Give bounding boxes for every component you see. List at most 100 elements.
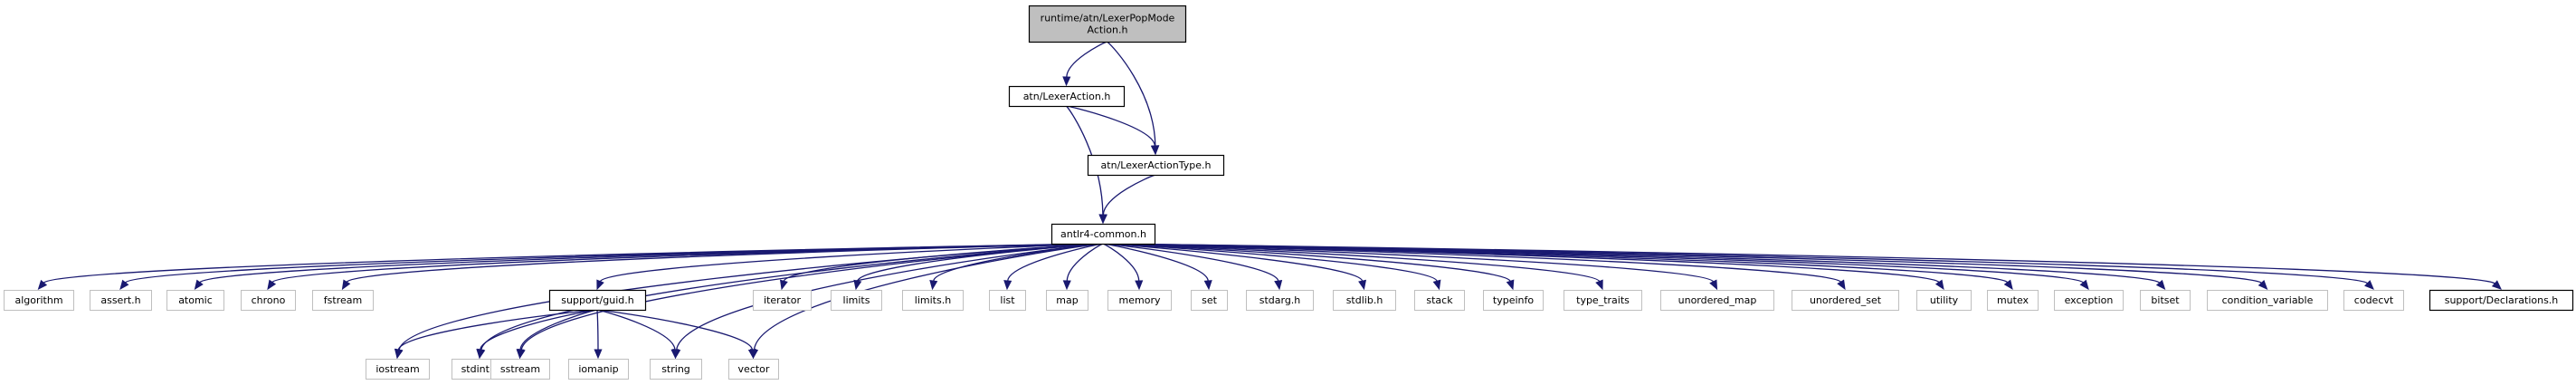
node-box — [650, 359, 702, 380]
node-iterator: iterator — [753, 290, 812, 311]
node-box — [490, 359, 550, 380]
node-label: mutex — [1997, 294, 2029, 306]
node-box — [2429, 289, 2574, 312]
arrowhead — [2079, 279, 2089, 291]
node-box — [1660, 290, 1774, 311]
node-label: Action.h — [1088, 24, 1128, 36]
arrowhead — [747, 349, 756, 360]
node-box — [2054, 290, 2124, 311]
arrowhead — [1135, 280, 1144, 291]
node-utility: utility — [1916, 290, 1972, 311]
node-box — [1107, 290, 1172, 311]
node-label: limits — [843, 294, 870, 306]
edge-guid-to-sstream — [516, 309, 598, 360]
node-codecvt: codecvt — [2343, 290, 2404, 311]
node-label: stack — [1426, 294, 1453, 306]
node-stdlib: stdlib.h — [1333, 290, 1396, 311]
edge-guid-to-iostream — [394, 309, 598, 360]
node-vector: vector — [728, 359, 779, 380]
arrowhead — [1358, 279, 1367, 291]
node-box — [1483, 290, 1544, 311]
node-box — [2343, 290, 2404, 311]
node-box — [1050, 223, 1156, 245]
node-box — [166, 290, 224, 311]
arrowhead — [853, 279, 862, 291]
arrowhead — [596, 279, 604, 291]
edge-guid-to-stdint — [476, 309, 598, 360]
node-box — [4, 290, 74, 311]
node-lexeractiontype[interactable]: atn/LexerActionType.h — [1087, 154, 1225, 177]
node-label: atn/LexerAction.h — [1023, 91, 1111, 102]
node-label: atn/LexerActionType.h — [1101, 159, 1212, 171]
node-label: set — [1202, 294, 1217, 306]
arrowhead — [476, 349, 485, 360]
node-map: map — [1046, 290, 1088, 311]
node-assert: assert.h — [90, 290, 152, 311]
node-box — [2140, 290, 2191, 311]
edge-lexeractiontype-to-common — [1098, 174, 1156, 225]
node-box — [1028, 5, 1187, 43]
node-label: map — [1056, 294, 1078, 306]
node-box — [753, 290, 812, 311]
edge-lexeraction-to-lexeractiontype — [1066, 105, 1159, 156]
arrowhead — [594, 349, 603, 360]
node-box — [1916, 290, 1972, 311]
node-mutex: mutex — [1987, 290, 2039, 311]
arrowhead — [267, 279, 277, 291]
edge-common-to-memory — [1102, 243, 1144, 291]
node-label: limits.h — [915, 294, 951, 306]
node-box — [1792, 290, 1899, 311]
node-fstream: fstream — [312, 290, 374, 311]
node-chrono: chrono — [241, 290, 296, 311]
arrowhead — [779, 279, 788, 291]
node-label: stdint.h — [461, 363, 499, 375]
node-guid[interactable]: support/guid.h — [548, 289, 647, 312]
node-box — [1246, 290, 1314, 311]
node-atomic: atomic — [166, 290, 224, 311]
node-common[interactable]: antlr4-common.h — [1050, 223, 1156, 245]
node-declarations[interactable]: support/Declarations.h — [2429, 289, 2574, 312]
node-label: condition_variable — [2222, 294, 2314, 306]
arrowhead — [1837, 279, 1846, 291]
node-string: string — [650, 359, 702, 380]
node-box — [989, 290, 1026, 311]
node-box — [1191, 290, 1228, 311]
node-label: iterator — [764, 294, 801, 306]
node-exception: exception — [2054, 290, 2124, 311]
arrowhead — [1062, 280, 1071, 291]
node-label: sstream — [500, 363, 540, 375]
node-label: atomic — [178, 294, 213, 306]
node-stack: stack — [1414, 290, 1465, 311]
edge-common-to-fstream — [341, 243, 1104, 291]
node-label: type_traits — [1576, 294, 1630, 306]
arrowhead — [1003, 280, 1012, 291]
arrowhead — [1432, 279, 1441, 291]
node-box — [902, 290, 964, 311]
node-sstream: sstream — [490, 359, 550, 380]
node-condition-variable: condition_variable — [2207, 290, 2328, 311]
node-label: exception — [2065, 294, 2114, 306]
node-memory: memory — [1107, 290, 1172, 311]
node-type-traits: type_traits — [1564, 290, 1642, 311]
node-box — [312, 290, 374, 311]
node-box — [366, 359, 430, 380]
node-label: vector — [738, 363, 770, 375]
arrowhead — [2364, 280, 2374, 290]
arrowhead — [1062, 76, 1071, 87]
node-box — [1333, 290, 1396, 311]
arrowhead — [1934, 279, 1944, 291]
node-box — [241, 290, 296, 311]
node-limitsh: limits.h — [902, 290, 964, 311]
node-lexeraction[interactable]: atn/LexerAction.h — [1008, 85, 1126, 108]
edge-common-to-limitsh — [929, 243, 1104, 291]
node-label: fstream — [324, 294, 362, 306]
node-box — [90, 290, 152, 311]
node-set: set — [1191, 290, 1228, 311]
node-limits: limits — [831, 290, 882, 311]
edge-root-to-lexeraction — [1062, 41, 1107, 87]
edge-guid-to-iomanip — [594, 309, 603, 360]
arrowhead — [1203, 280, 1212, 291]
edge-common-to-list — [1003, 243, 1104, 291]
